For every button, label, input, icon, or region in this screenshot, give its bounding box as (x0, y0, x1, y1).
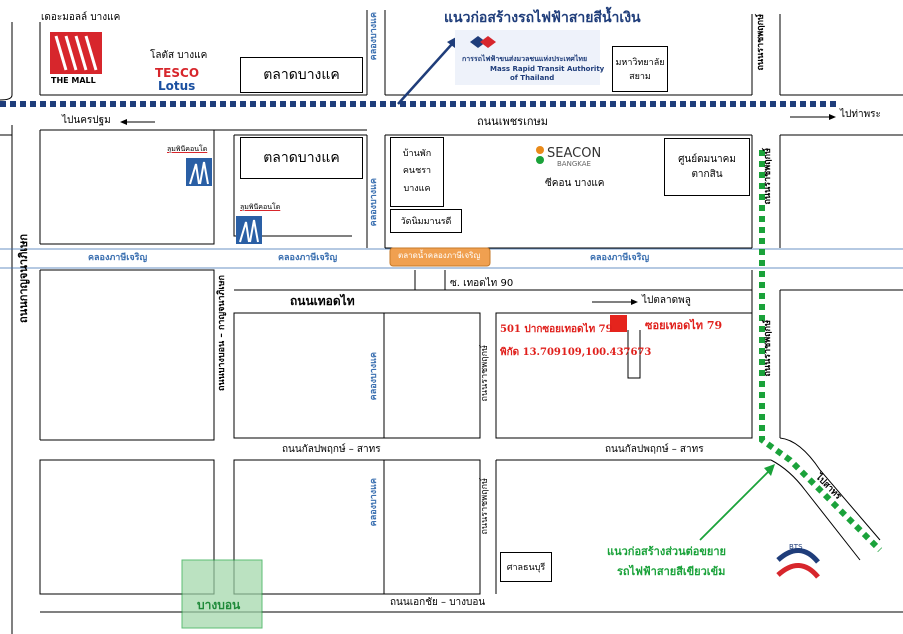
tesco-logo: TESCO (155, 66, 200, 80)
taksin-center: ศูนย์ดมนาคม ตากสิน (664, 138, 750, 196)
ratchaphruek-road-label-2: ถนนราชพฤกษ์ (480, 478, 490, 535)
bangkhae-market-top: ตลาดบางแค (240, 57, 363, 93)
lumpini-condo-icon-2 (236, 216, 262, 244)
canal-market: ตลาดน้ำคลองภาษีเจริญ (398, 251, 481, 260)
canal-label-1: คลองภาษีเจริญ (88, 253, 148, 263)
bangkhae-market: ตลาดบางแค (240, 137, 363, 179)
rachaphruek-road-label-top: ถนนราชพฤกษ์ (756, 14, 766, 71)
wat-nimmanrat: วัดนิมมานรดี (390, 209, 462, 233)
kanlapaphruek-label-2: ถนนกัลปพฤกษ์ – สาทร (605, 444, 704, 455)
kanchanaphisek-road-label: ถนนกาญจนาภิเษก (17, 234, 30, 323)
the-mall-logo (50, 32, 102, 74)
rachaphruek-road-label-mid: ถนนราชพฤกษ์ (763, 148, 773, 205)
bangbon-kanchanaphisek-road-label: ถนนบางบอน – กาญจนาภิเษก (217, 275, 227, 391)
mrta-logo (455, 30, 600, 85)
ekkachai-road-label: ถนนเอกชัย – บางบอน (390, 597, 486, 608)
canal-label-2: คลองภาษีเจริญ (278, 253, 338, 263)
bangkhae-canal-vertical-bottom: คลองบางแค (369, 478, 379, 527)
bang-bon-label: บางบอน (197, 598, 241, 612)
elderly-home: บ้านพัก คนชรา บางแค (390, 137, 444, 207)
lumpini-condo-label-2: ลุมพินีคอนโด (240, 203, 281, 211)
address-label: 501 ปากซอยเทอดไท 79 (500, 324, 613, 335)
siam-university: มหาวิทยาลัย สยาม (612, 46, 668, 92)
bts-label: BTS (789, 543, 803, 551)
rachaphruek-road-label-low: ถนนราชพฤกษ์ (763, 320, 773, 377)
soi-79-label: ซอยเทอดไท 79 (645, 319, 723, 332)
soi-90-label: ซ. เทอดไท 90 (450, 278, 514, 289)
elderly-home-line-3: บางแค (403, 183, 431, 194)
map-title: แนวก่อสร้างรถไฟฟ้าสายสีน้ำเงิน (444, 10, 641, 26)
thonburi-court: ศาลธนบุรี (500, 552, 552, 582)
ratchaphruek-road-label-1: ถนนราชพฤกษ์ (480, 345, 490, 402)
seacon-label: ซีคอน บางแค (545, 178, 605, 189)
elderly-home-line-2: คนชรา (402, 166, 432, 177)
the-mall-logo-text: THE MALL (51, 76, 96, 85)
bangkhae-canal-vertical-low: คลองบางแค (369, 352, 379, 401)
mrta-name-en-1: Mass Rapid Transit Authority (490, 65, 605, 73)
petchkasem-road-label: ถนนเพชรเกษม (477, 115, 549, 128)
to-thapra-label: ไปท่าพระ (840, 109, 881, 120)
bangkhae-canal-vertical-top: คลองบางแค (369, 12, 379, 61)
mrta-name-en-2: of Thailand (510, 74, 555, 82)
tesco-label: โลตัส บางแค (150, 50, 208, 61)
to-talatphlu-label: ไปตลาดพลู (642, 295, 691, 306)
elderly-home-line-1: บ้านพัก (402, 149, 432, 160)
canal-label-3: คลองภาษีเจริญ (590, 253, 650, 263)
bangkhae-canal-vertical-mid: คลองบางแค (369, 178, 379, 227)
seacon-logo-text: SEACON (547, 146, 602, 161)
green-line-label-2: รถไฟฟ้าสายสีเขียวเข้ม (617, 565, 726, 578)
green-line-label-1: แนวก่อสร้างส่วนต่อขยาย (607, 545, 726, 558)
seacon-logo-sub: BANGKAE (557, 160, 591, 168)
kanlapaphruek-label-1: ถนนกัลปพฤกษ์ – สาทร (282, 444, 381, 455)
bts-logo (776, 548, 820, 579)
lotus-logo: Lotus (158, 79, 196, 93)
thoedthai-road-label: ถนนเทอดไท (290, 294, 355, 308)
lumpini-condo-icon (186, 158, 212, 186)
coordinates-label: พิกัด 13.709109,100.437673 (500, 347, 652, 358)
lumpini-condo-label-1: ลุมพินีคอนโด (167, 145, 208, 153)
the-mall-label: เดอะมอลล์ บางแค (41, 12, 121, 23)
mrta-name-th: การรถไฟฟ้าขนส่งมวลชนแห่งประเทศไทย (462, 55, 588, 63)
to-nakhonpathom-label: ไปนครปฐม (62, 115, 111, 126)
seacon-logo (536, 146, 544, 164)
